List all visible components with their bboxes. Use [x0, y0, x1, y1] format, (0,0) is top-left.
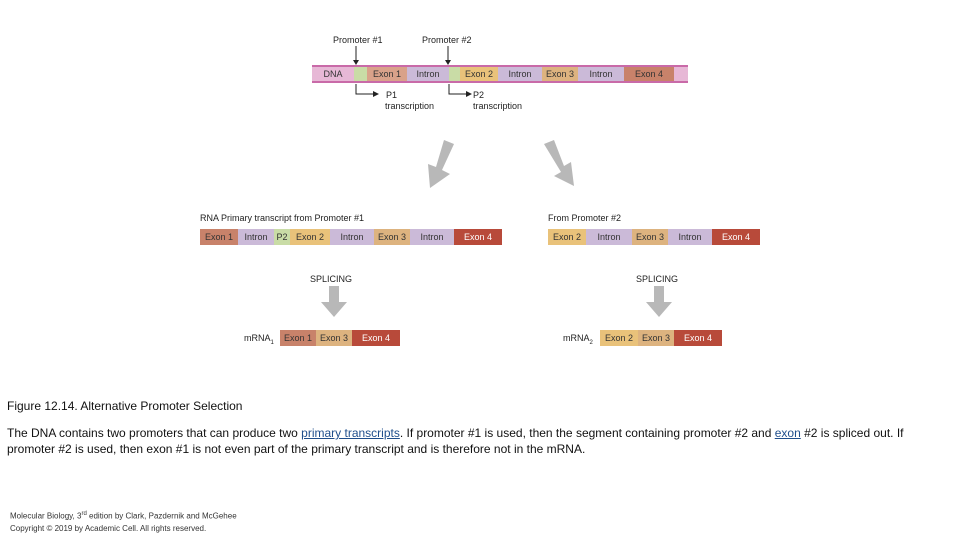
dna-strand: DNA Exon 1 Intron Exon 2 Intron Exon 3 I… — [312, 65, 688, 83]
p2-transcription-label: transcription — [473, 101, 523, 111]
caption-text-1: The DNA contains two promoters that can … — [7, 426, 302, 440]
p1-label: P1 — [386, 90, 398, 100]
left-mrna-exon3: Exon 3 — [316, 330, 352, 346]
right-primary-transcript: Exon 2 Intron Exon 3 Intron Exon 4 — [548, 229, 760, 245]
left-mrna-exon4: Exon 4 — [352, 330, 400, 346]
credits-book: Molecular Biology, 3 — [10, 511, 82, 521]
left-exon2: Exon 2 — [290, 229, 330, 245]
dna-tail — [674, 65, 688, 83]
right-intron-2: Intron — [668, 229, 712, 245]
right-mrna-text: mRNA — [563, 333, 590, 343]
primary-transcripts-link[interactable]: primary transcripts — [301, 426, 400, 440]
right-exon4: Exon 4 — [712, 229, 760, 245]
right-exon2: Exon 2 — [548, 229, 586, 245]
right-exon3: Exon 3 — [632, 229, 668, 245]
right-splicing-label: SPLICING — [636, 274, 679, 284]
promoter1-segment — [354, 65, 367, 83]
credits-authors: edition by Clark, Pazdernik and McGehee — [86, 511, 237, 521]
right-mrna-exon2: Exon 2 — [600, 330, 638, 346]
right-mrna-label: mRNA2 — [563, 333, 593, 346]
dna-intron-3: Intron — [578, 65, 624, 83]
figure-description: The DNA contains two promoters that can … — [7, 425, 952, 457]
dna-label-segment: DNA — [312, 65, 354, 83]
left-exon1: Exon 1 — [200, 229, 238, 245]
dna-exon2: Exon 2 — [460, 65, 498, 83]
left-primary-transcript: Exon 1 Intron P2 Exon 2 Intron Exon 3 In… — [200, 229, 502, 245]
promoter1-label: Promoter #1 — [333, 35, 383, 45]
p2-label: P2 — [473, 90, 485, 100]
left-splicing-arrow-icon — [321, 286, 347, 317]
caption-text-3: #2 is spliced out. If promoter #2 is use… — [7, 426, 904, 456]
left-transcript-title: RNA Primary transcript from Promoter #1 — [200, 213, 365, 223]
arrow-to-right-transcript-icon — [544, 140, 574, 186]
dna-exon1: Exon 1 — [367, 65, 407, 83]
credits-line-1: Molecular Biology, 3rd edition by Clark,… — [10, 508, 237, 523]
right-mrna-exon3: Exon 3 — [638, 330, 674, 346]
promoter2-segment — [449, 65, 460, 83]
credits-edition-sup: rd — [81, 511, 87, 517]
right-mrna-subscript: 2 — [589, 339, 593, 346]
transcription-arrows — [355, 84, 472, 97]
dna-intron-1: Intron — [407, 65, 449, 83]
dna-intron-2: Intron — [498, 65, 542, 83]
left-exon4: Exon 4 — [454, 229, 502, 245]
left-p2: P2 — [274, 229, 290, 245]
right-mrna: Exon 2 Exon 3 Exon 4 — [600, 330, 722, 346]
left-mrna-label: mRNA1 — [244, 333, 274, 346]
left-mrna-subscript: 1 — [270, 339, 274, 346]
credits: Molecular Biology, 3rd edition by Clark,… — [10, 508, 237, 535]
left-splicing-label: SPLICING — [310, 274, 353, 284]
arrow-to-left-transcript-icon — [428, 140, 454, 188]
left-intron-2: Intron — [330, 229, 374, 245]
credits-copyright: Copyright © 2019 by Academic Cell. All r… — [10, 523, 207, 533]
left-mrna-exon1: Exon 1 — [280, 330, 316, 346]
figure-title: Figure 12.14. Alternative Promoter Selec… — [7, 399, 243, 413]
dna-exon4: Exon 4 — [624, 65, 674, 83]
left-mrna-text: mRNA — [244, 333, 271, 343]
left-intron-3: Intron — [410, 229, 454, 245]
right-transcript-title: From Promoter #2 — [548, 213, 622, 223]
promoter2-label: Promoter #2 — [422, 35, 472, 45]
left-mrna: Exon 1 Exon 3 Exon 4 — [280, 330, 400, 346]
right-intron-1: Intron — [586, 229, 632, 245]
p1-transcription-label: transcription — [385, 101, 435, 111]
dna-exon3: Exon 3 — [542, 65, 578, 83]
caption-text-2: . If promoter #1 is used, then the segme… — [399, 426, 775, 440]
right-mrna-exon4: Exon 4 — [674, 330, 722, 346]
figure-caption: Figure 12.14. Alternative Promoter Selec… — [7, 399, 952, 457]
left-exon3: Exon 3 — [374, 229, 410, 245]
right-splicing-arrow-icon — [646, 286, 672, 317]
left-intron-1: Intron — [238, 229, 274, 245]
promoter-arrows-down — [353, 46, 451, 65]
exon-link[interactable]: exon — [774, 426, 801, 440]
